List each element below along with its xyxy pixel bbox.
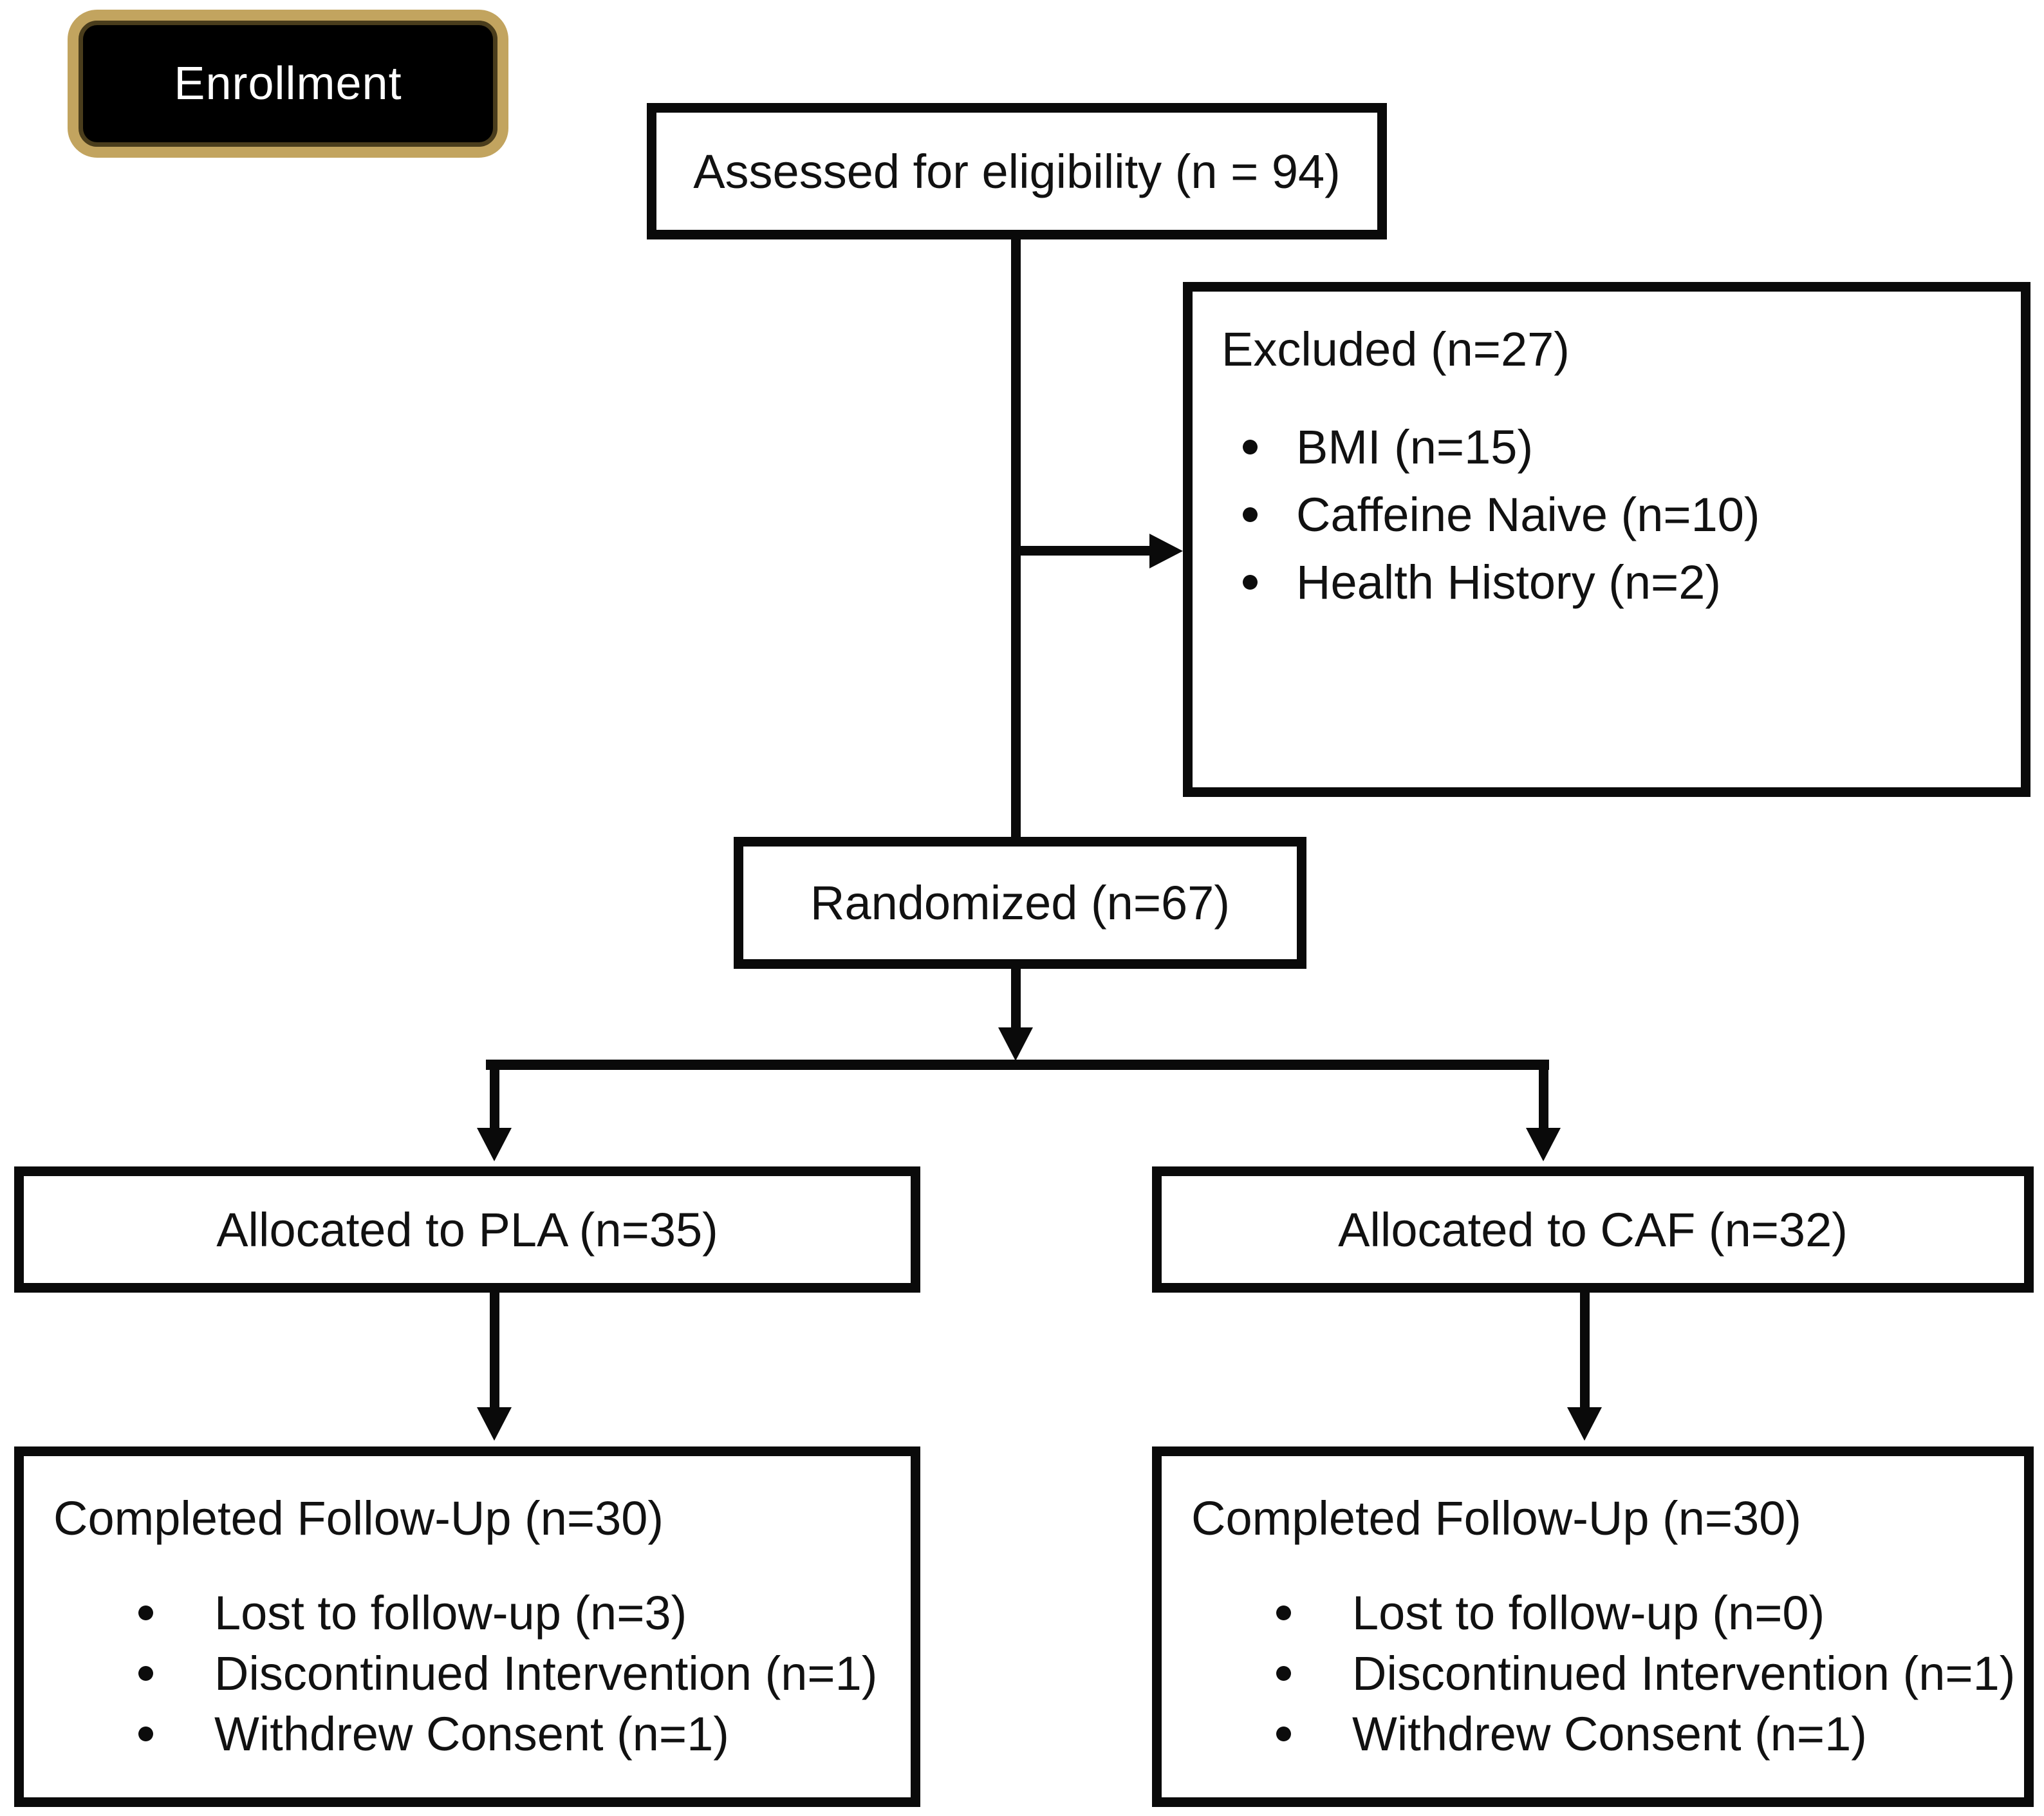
arrowhead-into-pla-icon (477, 1128, 512, 1161)
followup-pla-item-discontinued: Discontinued Intervention (n=1) (214, 1646, 878, 1700)
followup-caf-item-discontinued: Discontinued Intervention (n=1) (1352, 1646, 2016, 1700)
excluded-title: Excluded (n=27) (1222, 323, 1570, 376)
followup-pla-list: Lost to follow-up (n=3) Discontinued Int… (24, 1582, 911, 1764)
followup-pla-box: Completed Follow-Up (n=30) Lost to follo… (14, 1446, 920, 1807)
bullet-dot-icon (1243, 440, 1258, 454)
connector-branch-to-excluded (1016, 546, 1151, 556)
bullet-dot-icon (138, 1665, 153, 1681)
bullet-dot-icon (1243, 575, 1258, 590)
allocated-pla-label: Allocated to PLA (n=35) (216, 1203, 718, 1257)
enrollment-stage-label: Enrollment (174, 58, 402, 109)
connector-assessed-to-randomized (1011, 239, 1021, 839)
allocated-caf-box: Allocated to CAF (n=32) (1152, 1166, 2034, 1293)
followup-caf-box: Completed Follow-Up (n=30) Lost to follo… (1152, 1446, 2034, 1807)
followup-caf-item-withdrew: Withdrew Consent (n=1) (1352, 1707, 1867, 1761)
followup-caf-item-lost: Lost to follow-up (n=0) (1352, 1586, 1825, 1640)
arrowhead-into-followup-caf-icon (1567, 1407, 1602, 1441)
connector-caf-to-followup (1580, 1293, 1590, 1409)
list-item: Lost to follow-up (n=0) (1276, 1582, 2024, 1643)
followup-caf-title: Completed Follow-Up (n=30) (1191, 1492, 1802, 1545)
arrowhead-into-excluded-icon (1149, 534, 1183, 568)
followup-pla-item-lost: Lost to follow-up (n=3) (214, 1586, 687, 1640)
connector-split-to-caf (1539, 1070, 1548, 1129)
list-item: Health History (n=2) (1243, 548, 2021, 616)
randomized-label: Randomized (n=67) (810, 876, 1230, 930)
excluded-box: Excluded (n=27) BMI (n=15) Caffeine Naiv… (1183, 282, 2030, 797)
arrowhead-into-caf-icon (1526, 1128, 1561, 1161)
bullet-dot-icon (1276, 1665, 1291, 1681)
list-item: Discontinued Intervention (n=1) (138, 1643, 911, 1703)
connector-split-bar (486, 1060, 1549, 1070)
allocated-pla-box: Allocated to PLA (n=35) (14, 1166, 920, 1293)
bullet-dot-icon (1276, 1726, 1291, 1741)
excluded-list: BMI (n=15) Caffeine Naive (n=10) Health … (1193, 413, 2021, 616)
connector-split-to-pla (490, 1070, 499, 1129)
followup-pla-item-withdrew: Withdrew Consent (n=1) (214, 1707, 729, 1761)
assessed-label: Assessed for eligibility (n = 94) (693, 144, 1341, 198)
excluded-item-bmi: BMI (n=15) (1296, 420, 1534, 474)
connector-pla-to-followup (490, 1293, 499, 1409)
randomized-box: Randomized (n=67) (734, 837, 1306, 969)
connector-randomized-drop (1011, 969, 1021, 1029)
assessed-box: Assessed for eligibility (n = 94) (647, 103, 1387, 239)
list-item: Withdrew Consent (n=1) (1276, 1703, 2024, 1764)
list-item: Discontinued Intervention (n=1) (1276, 1643, 2024, 1703)
bullet-dot-icon (138, 1605, 153, 1620)
excluded-item-caffeine-naive: Caffeine Naive (n=10) (1296, 488, 1760, 541)
allocated-caf-label: Allocated to CAF (n=32) (1338, 1203, 1848, 1257)
list-item: Caffeine Naive (n=10) (1243, 481, 2021, 548)
list-item: BMI (n=15) (1243, 413, 2021, 481)
list-item: Lost to follow-up (n=3) (138, 1582, 911, 1643)
excluded-item-health-history: Health History (n=2) (1296, 556, 1722, 609)
arrowhead-onto-split-bar-icon (998, 1027, 1033, 1061)
enrollment-stage-badge: Enrollment (68, 10, 508, 158)
bullet-dot-icon (138, 1726, 153, 1741)
followup-pla-title: Completed Follow-Up (n=30) (53, 1492, 664, 1545)
bullet-dot-icon (1276, 1605, 1291, 1620)
arrowhead-into-followup-pla-icon (477, 1407, 512, 1441)
followup-caf-list: Lost to follow-up (n=0) Discontinued Int… (1162, 1582, 2024, 1764)
bullet-dot-icon (1243, 507, 1258, 522)
list-item: Withdrew Consent (n=1) (138, 1703, 911, 1764)
